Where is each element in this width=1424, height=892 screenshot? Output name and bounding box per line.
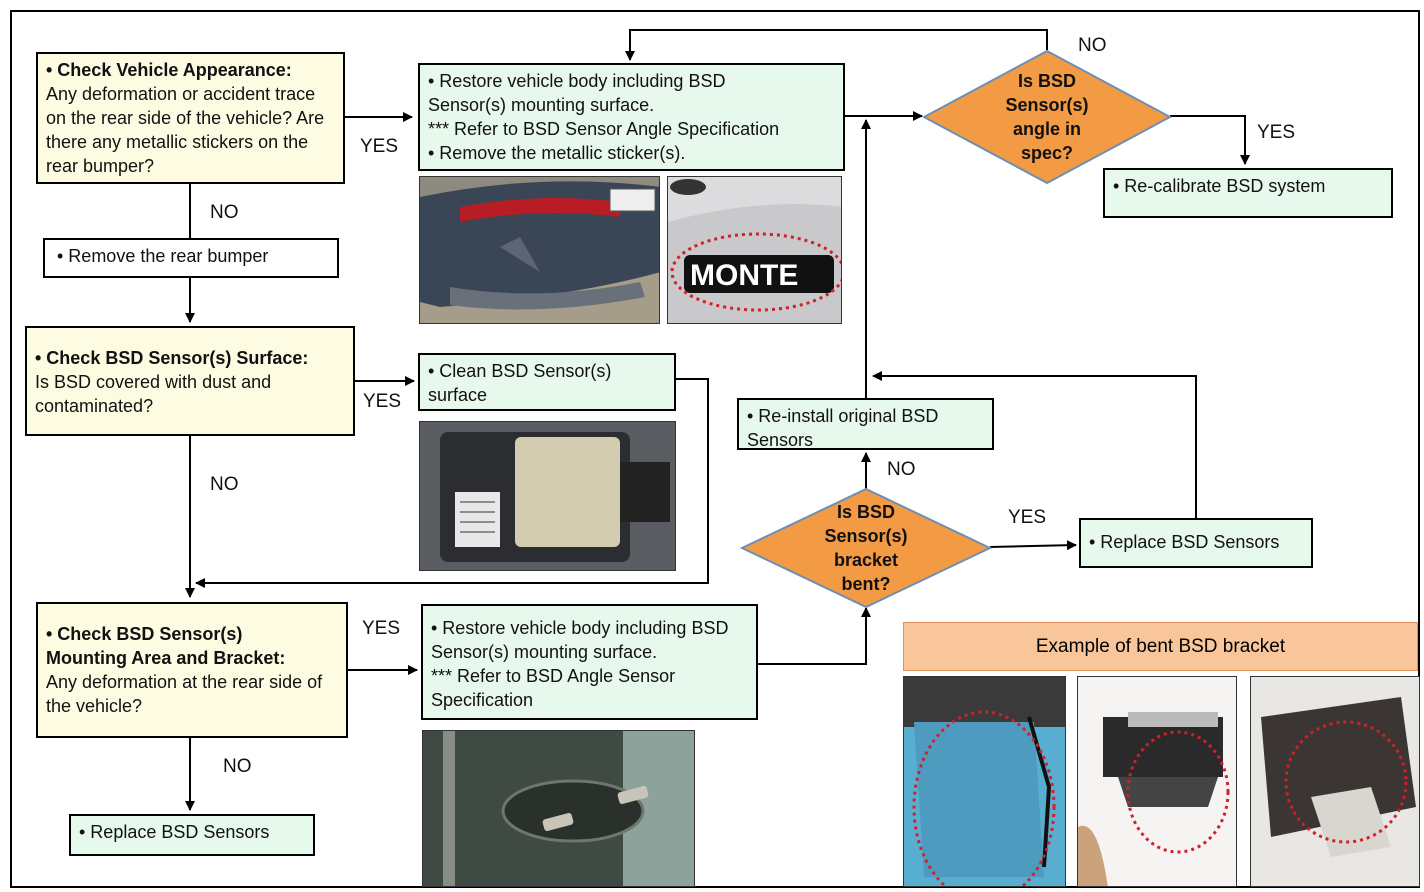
recalibrate-label: • Re-calibrate BSD system — [1113, 176, 1326, 196]
check-appearance-body: Any deformation or accident trace on the… — [46, 84, 325, 176]
bracket-bent-line3: bracket — [833, 550, 899, 570]
clean-label: • Clean BSD Sensor(s) surface — [428, 361, 612, 405]
restore-top-box: • Restore vehicle body including BSD Sen… — [418, 63, 845, 171]
sticker-text: MONTE — [690, 259, 798, 292]
restore-mid-box: • Restore vehicle body including BSD Sen… — [421, 604, 758, 720]
damaged-bumper-image — [420, 177, 659, 323]
metallic-sticker-image: MONTE — [668, 177, 841, 323]
angle-spec-question: Is BSD Sensor(s) angle in spec? — [922, 50, 1172, 184]
bracket-bent-question: Is BSD Sensor(s) bracket bent? — [740, 488, 992, 608]
angle-spec-line3: angle in — [1012, 119, 1081, 139]
bsd-sensor-image — [420, 422, 675, 570]
label-no-mounting: NO — [223, 756, 252, 777]
angle-spec-line2: Sensor(s) — [1005, 95, 1089, 115]
mounting-area-image — [423, 731, 694, 886]
label-yes-bracket: YES — [1008, 507, 1047, 528]
label-yes-angle: YES — [1257, 122, 1296, 143]
replace-sensors-right-label: • Replace BSD Sensors — [1089, 532, 1280, 552]
bent-bracket-image-2 — [1078, 677, 1236, 886]
bsd-sensor-photo — [419, 421, 676, 571]
bent-bracket-caption: Example of bent BSD bracket — [903, 622, 1418, 671]
check-appearance-title: • Check Vehicle Appearance: — [46, 60, 292, 80]
angle-spec-line1: Is BSD — [1017, 71, 1077, 91]
metallic-sticker-photo: MONTE — [667, 176, 842, 324]
clean-box: • Clean BSD Sensor(s) surface — [418, 353, 676, 411]
restore-top-line2: *** Refer to BSD Sensor Angle Specificat… — [428, 119, 780, 139]
diagram-frame — [10, 10, 1420, 888]
bent-bracket-photo-3 — [1250, 676, 1420, 887]
reinstall-label: • Re-install original BSD Sensors — [747, 406, 939, 450]
check-mounting-body: Any deformation at the rear side of the … — [46, 672, 323, 716]
bracket-bent-diamond-shape — [740, 488, 992, 608]
label-no-angle: NO — [1078, 35, 1107, 56]
bracket-bent-diamond: Is BSD Sensor(s) bracket bent? — [740, 488, 992, 608]
bent-bracket-image-3 — [1251, 677, 1419, 886]
bent-bracket-caption-text: Example of bent BSD bracket — [1035, 635, 1286, 657]
replace-sensors-right-box: • Replace BSD Sensors — [1079, 518, 1313, 568]
check-surface-title: • Check BSD Sensor(s) Surface: — [35, 348, 309, 368]
arrow-no-angle — [625, 29, 1048, 61]
label-no-bracket: NO — [887, 459, 916, 480]
bracket-bent-line4: bent? — [841, 574, 891, 594]
arrow-restore-to-bracket — [758, 607, 871, 665]
bent-bracket-photo-1 — [903, 676, 1066, 887]
label-yes-appearance: YES — [360, 136, 399, 157]
arrow-replace-return — [872, 371, 1197, 518]
check-mounting-title: • Check BSD Sensor(s) Mounting Area and … — [46, 624, 286, 668]
recalibrate-box: • Re-calibrate BSD system — [1103, 168, 1393, 218]
angle-spec-diamond-shape — [922, 50, 1172, 184]
restore-mid-line2: *** Refer to BSD Angle Sensor Specificat… — [431, 666, 676, 710]
replace-sensors-bottom-box: • Replace BSD Sensors — [69, 814, 315, 856]
reinstall-box: • Re-install original BSD Sensors — [737, 398, 994, 450]
label-yes-mounting: YES — [362, 618, 401, 639]
label-no-surface: NO — [210, 474, 239, 495]
check-appearance-box: • Check Vehicle Appearance: Any deformat… — [36, 52, 345, 184]
label-no-appearance: NO — [210, 202, 239, 223]
label-yes-surface: YES — [363, 391, 402, 412]
bent-bracket-photo-2 — [1077, 676, 1237, 887]
arrow-yes-angle — [1170, 115, 1250, 165]
angle-spec-diamond: Is BSD Sensor(s) angle in spec? — [922, 50, 1172, 184]
arrow-clean-return — [195, 378, 709, 588]
bracket-bent-line2: Sensor(s) — [824, 526, 908, 546]
remove-bumper-box: • Remove the rear bumper — [43, 238, 339, 278]
remove-bumper-label: • Remove the rear bumper — [57, 246, 269, 266]
restore-top-line1: • Restore vehicle body including BSD Sen… — [428, 71, 726, 115]
bracket-bent-line1: Is BSD — [836, 502, 896, 522]
restore-top-line3: • Remove the metallic sticker(s). — [428, 143, 686, 163]
bent-bracket-image-1 — [904, 677, 1065, 886]
mounting-area-photo — [422, 730, 695, 887]
check-mounting-box: • Check BSD Sensor(s) Mounting Area and … — [36, 602, 348, 738]
replace-sensors-bottom-label: • Replace BSD Sensors — [79, 822, 270, 842]
check-surface-body: Is BSD covered with dust and contaminate… — [35, 372, 272, 416]
check-surface-box: • Check BSD Sensor(s) Surface: Is BSD co… — [25, 326, 355, 436]
damaged-bumper-photo — [419, 176, 660, 324]
restore-mid-line1: • Restore vehicle body including BSD Sen… — [431, 618, 729, 662]
angle-spec-line4: spec? — [1020, 143, 1074, 163]
arrow-yes-bracket — [989, 540, 1077, 551]
